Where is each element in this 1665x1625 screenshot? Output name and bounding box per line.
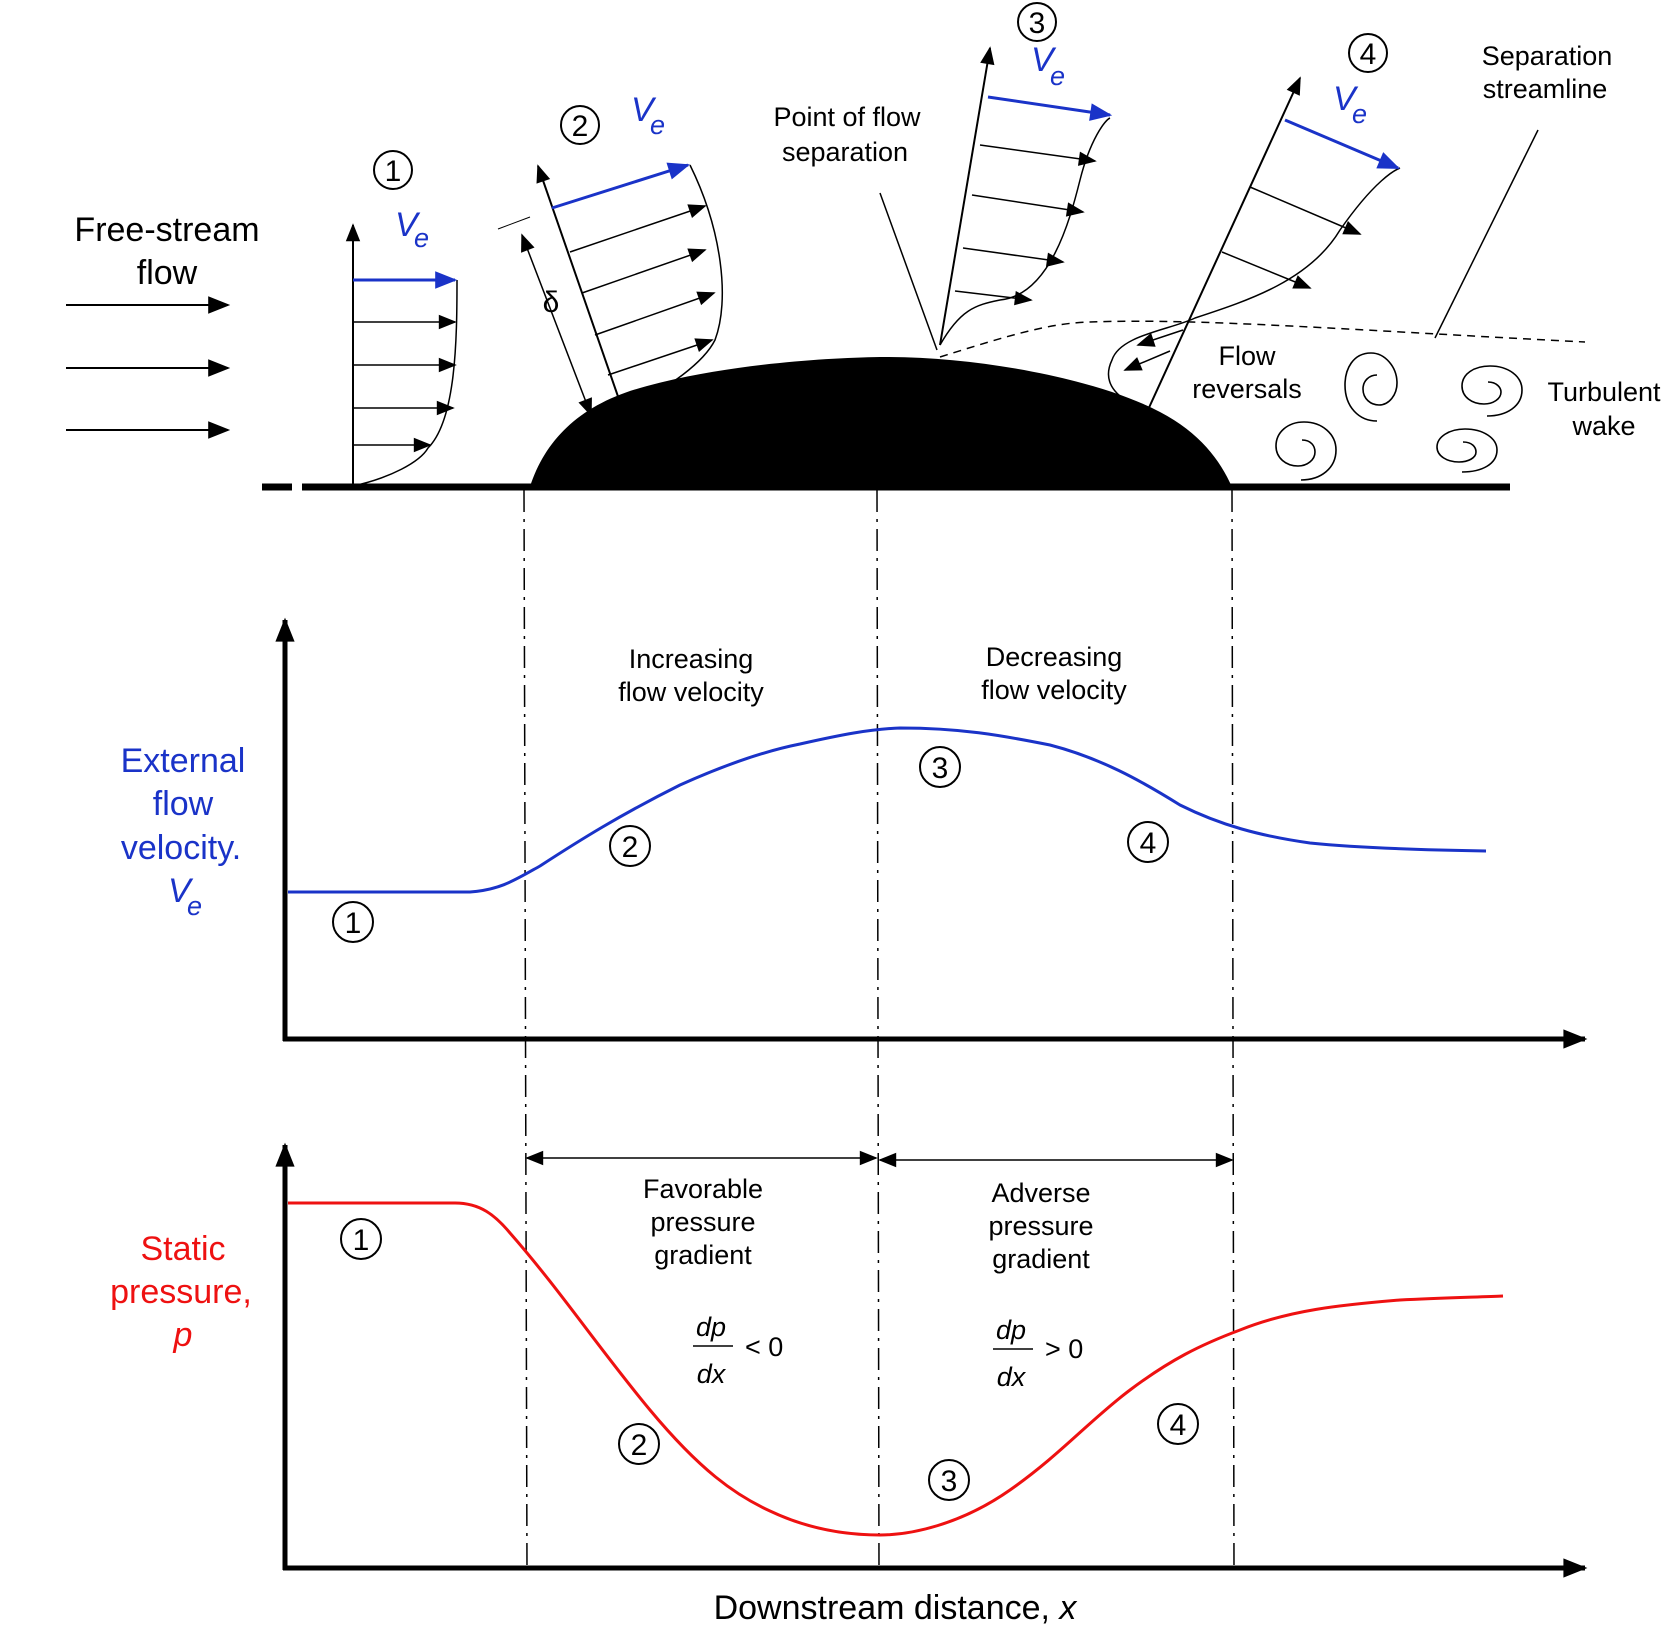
velocity-curve xyxy=(288,726,1487,894)
x-axis-label: Downstream distance, x xyxy=(714,1589,1078,1625)
pressure-ylabel-1: Static xyxy=(140,1230,225,1268)
svg-text:3: 3 xyxy=(1029,7,1046,40)
ve-label-2: V e xyxy=(631,91,665,140)
velocity-ylabel-2: flow xyxy=(153,785,214,823)
ve-label-3: V e xyxy=(1031,41,1065,91)
station-marker-1: 1 xyxy=(373,150,413,190)
turbulent-wake-label-1: Turbulent xyxy=(1547,377,1661,407)
svg-text:3: 3 xyxy=(941,1465,958,1498)
svg-text:e: e xyxy=(414,223,429,253)
x-axis-label-text: Downstream distance, xyxy=(714,1589,1060,1625)
station-guide-lines xyxy=(523,489,1235,1573)
separation-streamline-label-2: streamline xyxy=(1483,74,1608,104)
adverse-label-3: gradient xyxy=(992,1244,1090,1274)
decreasing-label-2: flow velocity xyxy=(981,675,1127,705)
adverse-label-1: Adverse xyxy=(991,1178,1090,1208)
point-of-separation-label-2: separation xyxy=(782,137,908,167)
svg-text:V: V xyxy=(1333,80,1359,118)
turbulent-wake-vortices xyxy=(1275,352,1523,481)
svg-text:dp: dp xyxy=(996,1315,1026,1345)
svg-text:1: 1 xyxy=(353,1224,370,1257)
free-stream-label-1: Free-stream xyxy=(74,211,259,249)
station-marker-4: 4 xyxy=(1348,33,1388,73)
adverse-label-2: pressure xyxy=(988,1211,1093,1241)
pressure-curve xyxy=(288,1201,1504,1537)
pressure-ylabel-2: pressure, xyxy=(110,1273,252,1311)
svg-text:V: V xyxy=(631,91,657,129)
svg-text:dp: dp xyxy=(696,1312,726,1342)
svg-text:4: 4 xyxy=(1140,827,1157,860)
separation-streamline-label-1: Separation xyxy=(1482,41,1613,71)
velocity-ylabel-symbol: V xyxy=(168,872,194,910)
station-marker-3: 3 xyxy=(1017,2,1057,42)
favorable-label-1: Favorable xyxy=(643,1174,763,1204)
separation-streamline-pointer xyxy=(1434,129,1539,339)
velocity-marker-3: 3 xyxy=(919,746,961,788)
flow-reversals-label-2: reversals xyxy=(1192,374,1302,404)
velocity-marker-1: 1 xyxy=(332,901,374,943)
svg-text:< 0: < 0 xyxy=(745,1332,783,1362)
svg-text:2: 2 xyxy=(572,110,589,143)
velocity-axes xyxy=(275,617,1588,1049)
free-stream-arrows xyxy=(66,296,231,439)
pressure-marker-3: 3 xyxy=(928,1459,970,1501)
station-marker-2: 2 xyxy=(560,105,600,145)
pressure-axes xyxy=(275,1142,1588,1578)
profile-2 xyxy=(497,162,723,429)
surface-and-body xyxy=(262,356,1510,491)
adverse-gradient-expression: dp dx > 0 xyxy=(993,1315,1083,1392)
increasing-label-1: Increasing xyxy=(629,644,754,674)
favorable-label-3: gradient xyxy=(654,1240,752,1270)
profile-1 xyxy=(345,223,458,487)
pressure-marker-2: 2 xyxy=(618,1423,660,1465)
ve-label-1: V e xyxy=(395,206,429,253)
svg-text:e: e xyxy=(650,110,665,140)
decreasing-label-1: Decreasing xyxy=(986,642,1123,672)
svg-text:dx: dx xyxy=(997,1362,1027,1392)
svg-text:V: V xyxy=(1031,41,1057,79)
pressure-marker-1: 1 xyxy=(340,1218,382,1260)
pressure-marker-4: 4 xyxy=(1157,1403,1199,1445)
svg-text:1: 1 xyxy=(385,155,402,188)
profile-4 xyxy=(1107,76,1401,413)
svg-text:2: 2 xyxy=(631,1429,648,1462)
velocity-ylabel-3: velocity. xyxy=(121,829,241,867)
x-axis-variable: x xyxy=(1057,1589,1077,1625)
svg-text:e: e xyxy=(1050,61,1065,91)
svg-text:e: e xyxy=(1352,99,1367,129)
increasing-label-2: flow velocity xyxy=(618,677,764,707)
velocity-marker-2: 2 xyxy=(609,825,651,867)
favorable-gradient-expression: dp dx < 0 xyxy=(693,1312,783,1389)
flow-reversals-label-1: Flow xyxy=(1218,341,1276,371)
turbulent-wake-label-2: wake xyxy=(1571,411,1635,441)
svg-text:4: 4 xyxy=(1170,1409,1187,1442)
separation-point-pointer xyxy=(879,192,938,351)
svg-text:4: 4 xyxy=(1360,38,1377,71)
profile-3 xyxy=(939,46,1113,346)
svg-text:> 0: > 0 xyxy=(1045,1334,1083,1364)
svg-text:V: V xyxy=(395,206,421,244)
pressure-ylabel-3: p xyxy=(173,1316,193,1354)
velocity-marker-4: 4 xyxy=(1127,821,1169,863)
svg-text:dx: dx xyxy=(697,1359,727,1389)
svg-text:3: 3 xyxy=(932,752,949,785)
velocity-ylabel-subscript: e xyxy=(187,891,202,921)
favorable-label-2: pressure xyxy=(650,1207,755,1237)
point-of-separation-label-1: Point of flow xyxy=(773,102,921,132)
separation-streamline xyxy=(939,320,1586,358)
bump-body xyxy=(530,356,1232,487)
svg-text:1: 1 xyxy=(345,907,362,940)
delta-symbol: δ xyxy=(543,286,560,319)
ve-label-4: V e xyxy=(1333,80,1367,129)
svg-text:2: 2 xyxy=(622,831,639,864)
free-stream-label-2: flow xyxy=(137,254,198,292)
velocity-ylabel-1: External xyxy=(121,742,246,780)
